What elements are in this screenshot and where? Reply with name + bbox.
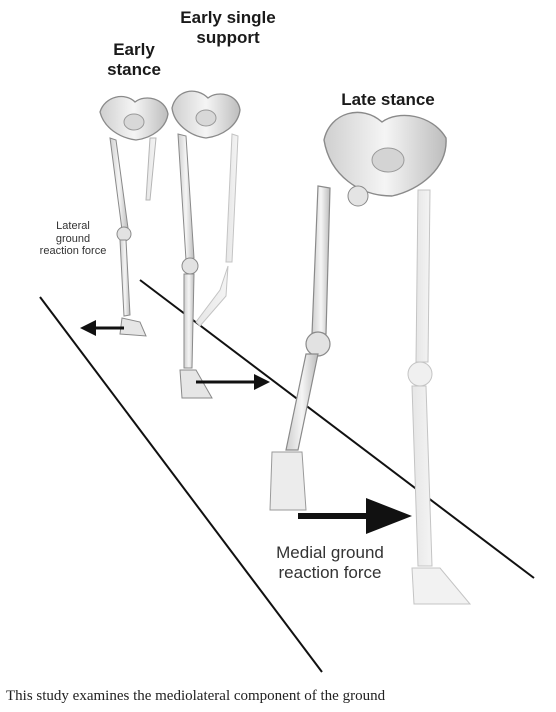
medial-force-arrow [298,498,412,534]
transition-force-arrow [196,374,270,390]
label-late-stance: Late stance [318,90,458,110]
pelvis-icon [100,97,168,140]
early-single-support-skeleton [172,91,240,398]
label-lateral-force: Lateral ground reaction force [38,220,108,258]
lateral-force-arrow [80,320,124,336]
figure-caption: This study examines the mediolateral com… [0,688,556,705]
early-stance-skeleton [100,97,168,336]
label-early-stance: Early stance [92,40,176,79]
label-early-single-support: Early single support [178,8,278,47]
pelvis-icon [172,91,240,138]
label-medial-force: Medial ground reaction force [250,543,410,582]
